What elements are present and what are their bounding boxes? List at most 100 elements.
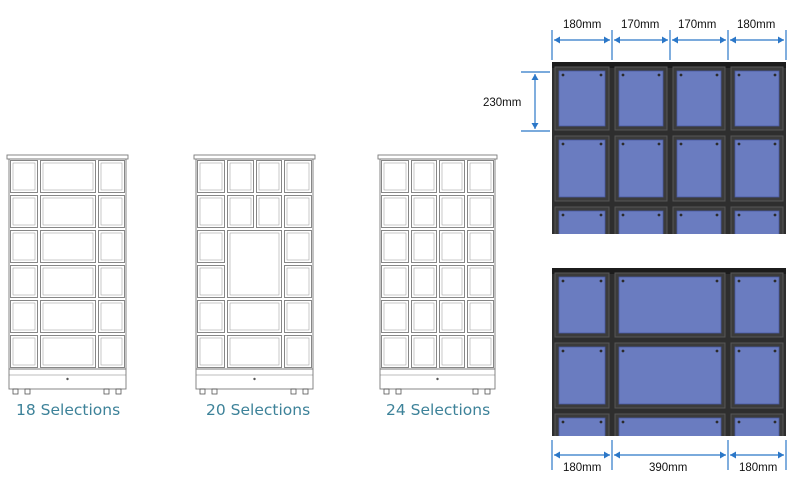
arrow-head: [604, 451, 610, 459]
locker-door-panel: [12, 197, 36, 226]
locker-door-panel: [229, 232, 280, 296]
door-screw: [773, 420, 777, 424]
arrow-head: [730, 451, 736, 459]
door-window: [734, 276, 780, 334]
locker-door-panel: [229, 302, 280, 331]
door-screw: [599, 73, 603, 77]
door-window: [734, 346, 780, 405]
locker-door-panel: [42, 337, 94, 366]
locker-door-panel: [441, 267, 463, 296]
door-screw: [773, 213, 777, 217]
cabinet-plinth: [195, 368, 314, 390]
locker-door: [98, 335, 125, 368]
door-screw: [773, 349, 777, 353]
locker-door: [40, 195, 96, 228]
locker-door: [411, 230, 437, 263]
door-window: [734, 210, 780, 234]
door-window: [558, 70, 606, 127]
door-screw: [715, 142, 719, 146]
caption-24-selections: 24 Selections: [386, 401, 491, 419]
locker-door-panel: [441, 162, 463, 191]
door-window: [618, 210, 664, 234]
locker-door: [411, 195, 437, 228]
locker-door: [381, 160, 409, 193]
door-screw: [561, 213, 565, 217]
door-screw: [599, 420, 603, 424]
locker-door: [98, 160, 125, 193]
locker-door: [411, 335, 437, 368]
locker-door-panel: [229, 197, 252, 226]
locker-door: [439, 265, 465, 298]
locker-door: [439, 335, 465, 368]
plinth-detail: [66, 377, 69, 381]
top-width-label-4: 180mm: [737, 19, 776, 31]
arrow-head: [778, 451, 784, 459]
locker-door: [284, 230, 312, 263]
locker-18-selections: [6, 154, 129, 395]
cabinet-foot: [472, 388, 479, 395]
locker-door-panel: [286, 162, 310, 191]
cabinet-body: [195, 158, 314, 370]
arrow-head: [554, 36, 560, 44]
locker-door-panel: [413, 197, 435, 226]
locker-door: [256, 195, 282, 228]
cabinet-foot: [395, 388, 402, 395]
arrow-head: [672, 36, 678, 44]
locker-door: [439, 160, 465, 193]
locker-door: [284, 300, 312, 333]
locker-door-panel: [413, 232, 435, 261]
door-window: [618, 139, 664, 198]
locker-door-panel: [100, 337, 123, 366]
arrow-head: [720, 451, 726, 459]
locker-door-panel: [100, 232, 123, 261]
locker-door-panel: [383, 162, 407, 191]
door-window: [676, 210, 722, 234]
door-screw: [715, 73, 719, 77]
locker-door-panel: [413, 267, 435, 296]
top-width-label-2: 170mm: [621, 19, 660, 31]
door-screw: [773, 73, 777, 77]
locker-door-panel: [469, 302, 492, 331]
locker-door-panel: [229, 162, 252, 191]
locker-door: [467, 195, 494, 228]
locker-door: [227, 300, 282, 333]
locker-door-panel: [229, 337, 280, 366]
door-screw: [773, 142, 777, 146]
locker-door: [98, 265, 125, 298]
locker-door-panel: [42, 162, 94, 191]
locker-door-panel: [12, 162, 36, 191]
locker-door: [284, 160, 312, 193]
cabinet-foot: [199, 388, 206, 395]
door-screw: [737, 349, 741, 353]
cabinet-top-cap: [6, 154, 129, 160]
locker-door: [40, 160, 96, 193]
door-screw: [737, 73, 741, 77]
bottom-dimension-1: [554, 451, 610, 459]
locker-door-panel: [413, 162, 435, 191]
locker-door: [40, 300, 96, 333]
door-screw: [621, 73, 625, 77]
door-window: [558, 139, 606, 198]
door-screw: [561, 349, 565, 353]
locker-door: [467, 265, 494, 298]
locker-door: [98, 230, 125, 263]
locker-door: [284, 195, 312, 228]
arrow-head: [730, 36, 736, 44]
locker-door: [40, 265, 96, 298]
top-rail: [552, 62, 786, 68]
locker-door: [381, 195, 409, 228]
caption-18-selections: 18 Selections: [16, 401, 121, 419]
door-window: [734, 417, 780, 436]
locker-door: [98, 195, 125, 228]
cabinet-plinth: [379, 368, 496, 390]
top-width-label-1: 180mm: [563, 19, 602, 31]
door-window: [558, 417, 606, 436]
locker-door-panel: [199, 337, 223, 366]
door-window: [618, 276, 722, 334]
door-screw: [715, 213, 719, 217]
caption-20-selections: 20 Selections: [206, 401, 311, 419]
locker-door-panel: [286, 337, 310, 366]
locker-door-panel: [469, 197, 492, 226]
locker-door-panel: [12, 267, 36, 296]
